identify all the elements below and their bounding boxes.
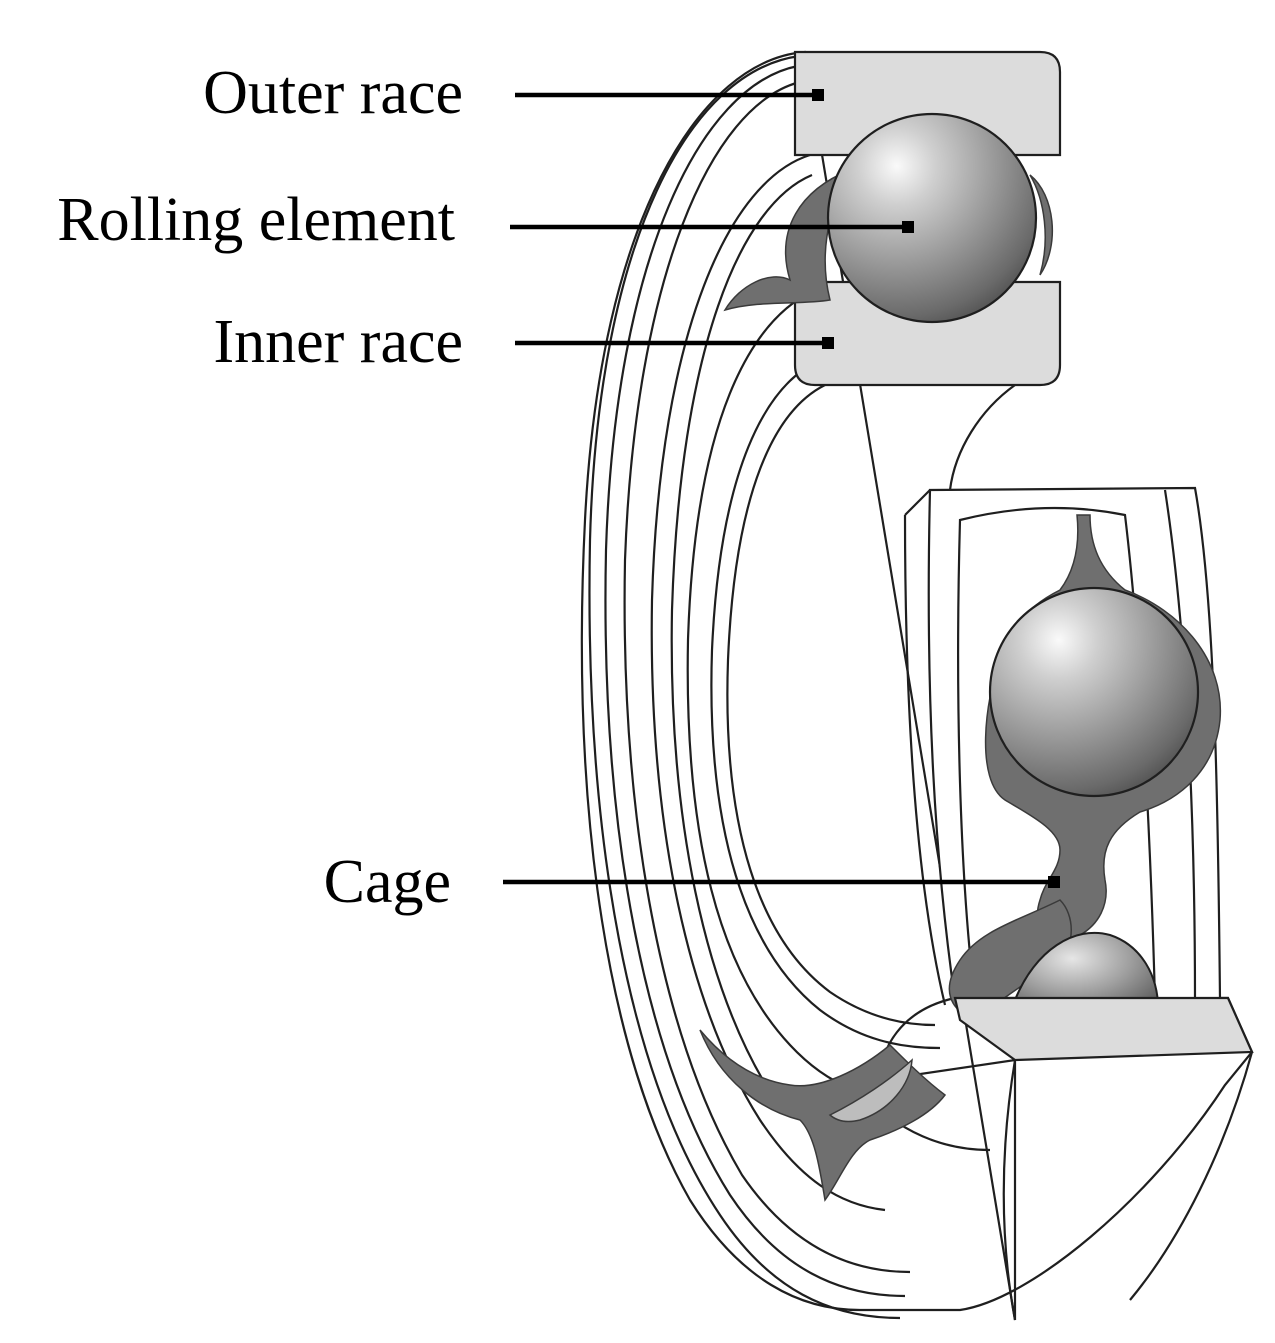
rolling-element-ball-right <box>988 586 1200 798</box>
label-inner-race: Inner race <box>213 308 463 376</box>
leader-inner-race <box>515 337 834 349</box>
outer-race-section-bottom <box>953 996 1254 1062</box>
leader-rolling-element <box>510 221 914 233</box>
label-outer-race: Outer race <box>203 59 463 127</box>
label-rolling-element: Rolling element <box>57 186 455 254</box>
rolling-element-ball-top <box>826 112 1038 324</box>
cage-bottom-segment <box>699 1029 947 1202</box>
leader-outer-race <box>515 89 824 101</box>
leader-cage <box>503 876 1060 888</box>
label-cage: Cage <box>324 848 451 916</box>
